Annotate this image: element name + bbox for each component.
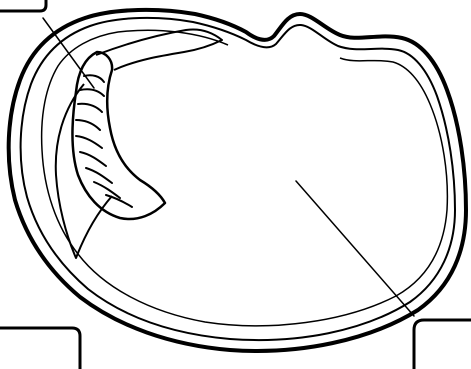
- leader-line-cotyledon: [296, 181, 414, 316]
- embryo-upper-leaf: [96, 29, 222, 70]
- bottom-left-label-box: [0, 328, 80, 369]
- leader-line-embryo: [43, 18, 94, 88]
- bottom-right-label-box: [414, 320, 471, 369]
- top-left-label-box: [0, 0, 46, 11]
- seed-coat-outer: [9, 10, 466, 351]
